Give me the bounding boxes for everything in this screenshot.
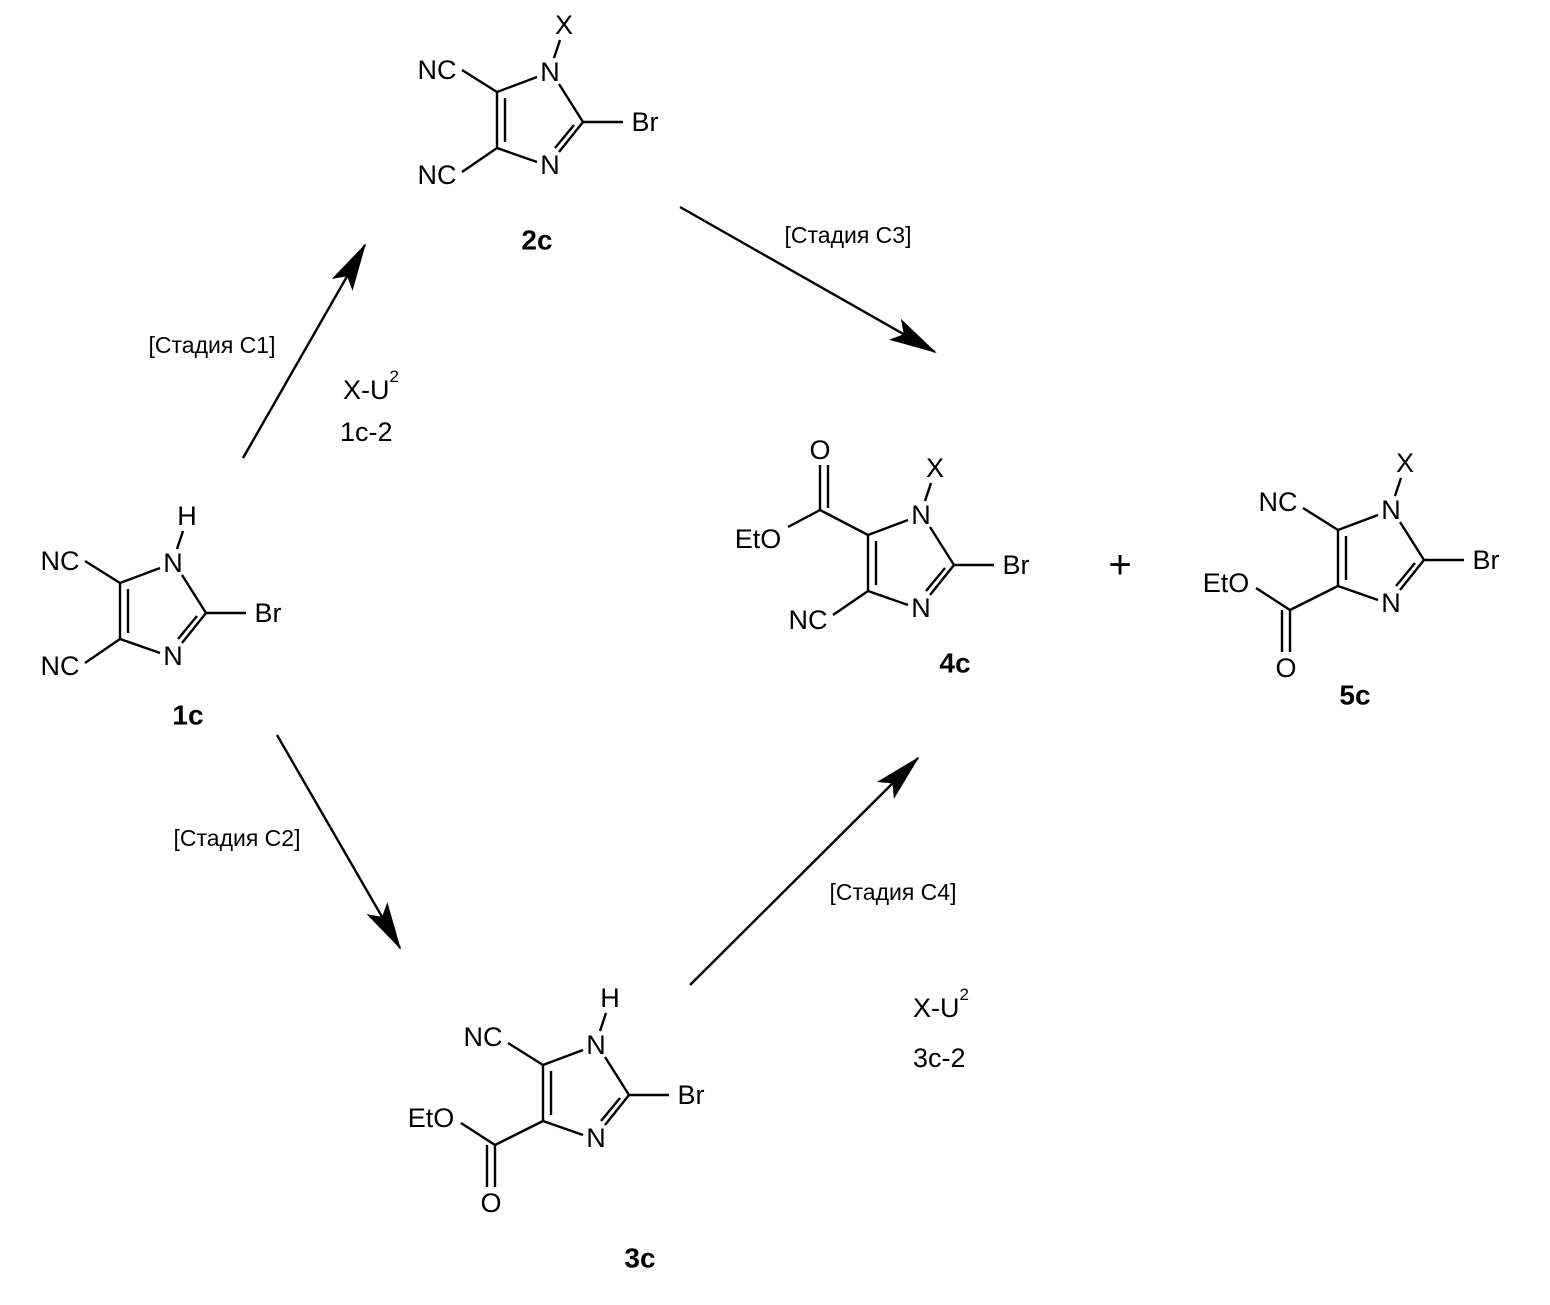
atom-n3: N — [911, 593, 931, 623]
nitrile-c5: NC — [418, 55, 457, 85]
nitrile-c4: NC — [418, 160, 457, 190]
bond — [462, 148, 497, 172]
bond — [868, 591, 908, 605]
step-c1-label: [Стадия C1] — [149, 332, 276, 358]
atom-n1: N — [586, 1030, 606, 1060]
bond — [461, 1123, 495, 1145]
nitrile-c4: NC — [789, 605, 828, 635]
bond — [543, 1050, 583, 1065]
ethoxy: EtO — [735, 524, 782, 554]
bond — [925, 483, 931, 501]
atom-n3: N — [586, 1123, 606, 1153]
atom-br: Br — [1473, 545, 1500, 575]
bond — [508, 1043, 543, 1065]
plus-sign: + — [1108, 543, 1131, 587]
compound-label-1c: 1c — [172, 700, 203, 731]
step-c4-label: [Стадия C4] — [830, 879, 957, 905]
bond — [182, 575, 206, 613]
bond — [497, 77, 537, 92]
atom-n1-substituent: H — [600, 983, 620, 1013]
atom-n1-substituent: X — [926, 453, 944, 483]
atom-br: Br — [678, 1080, 705, 1110]
bond — [495, 1121, 543, 1145]
compound-3c: N N Br H NC O EtO — [408, 983, 705, 1218]
arrow-step-c4 — [690, 758, 918, 985]
compound-2c: N N Br X NC NC — [418, 10, 659, 190]
nitrile-c5: NC — [1259, 487, 1298, 517]
carbonyl-o: O — [1275, 653, 1296, 683]
bond — [85, 639, 120, 663]
bond — [462, 70, 497, 92]
compound-5c: N N Br X NC O EtO — [1203, 448, 1500, 683]
bond — [120, 568, 160, 583]
reagent-1-name: X-U2 — [343, 367, 399, 406]
atom-n1-substituent: X — [1396, 448, 1414, 478]
atom-n1: N — [163, 548, 183, 578]
compound-label-2c: 2c — [521, 225, 552, 256]
bond — [600, 1013, 606, 1031]
atom-n3: N — [163, 641, 183, 671]
bond — [177, 531, 183, 549]
nitrile-c4: NC — [41, 651, 80, 681]
atom-n1: N — [540, 57, 560, 87]
step-c2-label: [Стадия C2] — [174, 825, 301, 851]
bond — [1395, 478, 1401, 496]
nitrile-c5: NC — [464, 1022, 503, 1052]
compound-1c: N N Br H NC NC — [41, 501, 282, 681]
bond — [554, 40, 560, 58]
bond — [1290, 586, 1338, 610]
nitrile-c5: NC — [41, 546, 80, 576]
atom-n3: N — [1381, 588, 1401, 618]
atom-br: Br — [632, 107, 659, 137]
bond — [1400, 522, 1424, 560]
compound-label-4c: 4c — [939, 648, 970, 679]
bond — [559, 84, 583, 122]
atom-n3: N — [540, 150, 560, 180]
reagent-2-code: 3c-2 — [913, 1043, 966, 1073]
bond — [85, 561, 120, 583]
atom-br: Br — [255, 598, 282, 628]
ethoxy: EtO — [408, 1103, 455, 1133]
bond — [868, 520, 908, 535]
atom-n1: N — [911, 500, 931, 530]
bond — [1256, 588, 1290, 610]
reagent-1-code: 1c-2 — [340, 417, 393, 447]
bond — [497, 148, 537, 162]
compound-label-3c: 3c — [624, 1243, 655, 1274]
bond — [120, 639, 160, 653]
bond — [543, 1121, 583, 1135]
bond — [1338, 515, 1378, 530]
atom-n1: N — [1381, 495, 1401, 525]
compound-4c: N N Br X O EtO NC — [735, 435, 1030, 635]
bond — [1338, 586, 1378, 600]
bond — [820, 510, 868, 535]
carbonyl-o: O — [480, 1188, 501, 1218]
atom-n1-substituent: X — [555, 10, 573, 40]
atom-n1-substituent: H — [177, 501, 197, 531]
reagent-2-name: X-U2 — [913, 985, 969, 1024]
step-c3-label: [Стадия C3] — [785, 222, 912, 248]
atom-br: Br — [1003, 550, 1030, 580]
bond — [930, 527, 954, 565]
bond — [833, 591, 868, 615]
compound-label-5c: 5c — [1339, 680, 1370, 711]
bond — [788, 510, 820, 527]
bond — [1303, 508, 1338, 530]
carbonyl-o: O — [809, 435, 830, 465]
bond — [605, 1057, 629, 1095]
ethoxy: EtO — [1203, 568, 1250, 598]
